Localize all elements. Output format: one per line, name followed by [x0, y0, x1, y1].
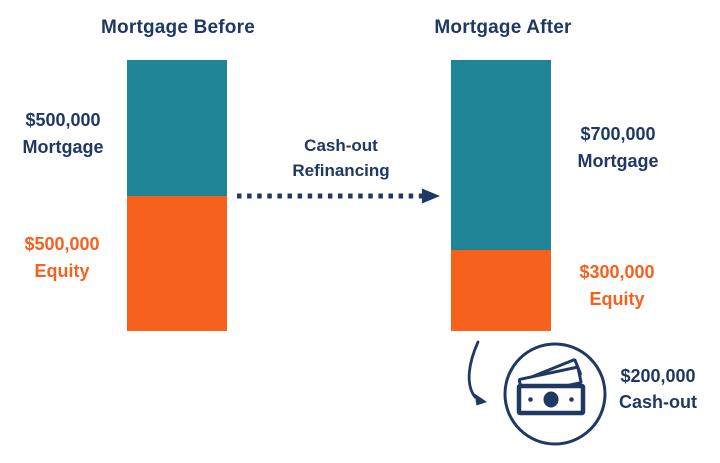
- before-equity-label: $500,000 Equity: [24, 231, 99, 285]
- flow-label-line2: Refinancing: [292, 161, 390, 180]
- cash-out-label: $200,000 Cash-out: [619, 363, 697, 415]
- after-mortgage-amount: $700,000: [580, 124, 656, 144]
- bar-segment-mortgage: [127, 60, 227, 196]
- after-mortgage-label: $700,000 Mortgage: [578, 121, 659, 175]
- after-column-title: Mortgage After: [434, 17, 572, 38]
- cash-out-word: Cash-out: [619, 392, 697, 412]
- bar-segment-equity: [451, 249, 551, 331]
- bar-segment-mortgage: [451, 60, 551, 250]
- cash-out-amount: $200,000: [620, 366, 696, 386]
- money-icon: [503, 342, 607, 446]
- curved-arrow-icon: [467, 340, 487, 406]
- flow-label: Cash-out Refinancing: [292, 133, 389, 183]
- before-mortgage-label: $500,000 Mortgage: [23, 107, 104, 161]
- bar-mortgage-after: [451, 60, 551, 331]
- after-equity-word: Equity: [589, 289, 645, 309]
- after-equity-label: $300,000 Equity: [579, 259, 654, 313]
- after-mortgage-word: Mortgage: [577, 151, 659, 171]
- before-equity-amount: $500,000: [24, 234, 100, 254]
- bar-mortgage-before: [127, 60, 227, 331]
- before-column-title: Mortgage Before: [101, 17, 255, 38]
- before-mortgage-amount: $500,000: [25, 110, 101, 130]
- before-equity-word: Equity: [34, 261, 90, 281]
- bar-segment-equity: [127, 195, 227, 331]
- dotted-arrow-icon: [237, 188, 440, 204]
- flow-label-line1: Cash-out: [304, 136, 378, 155]
- after-equity-amount: $300,000: [579, 262, 655, 282]
- before-mortgage-word: Mortgage: [22, 137, 104, 157]
